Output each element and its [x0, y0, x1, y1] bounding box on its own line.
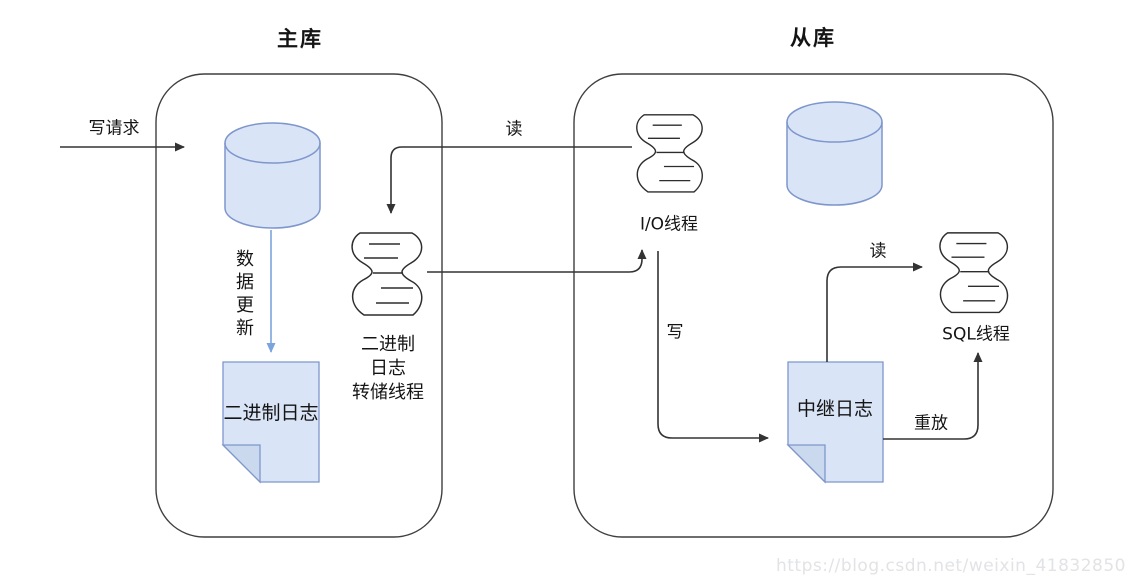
sql-thread-label: SQL线程: [942, 324, 1010, 345]
folded-corner: [786, 444, 826, 484]
dump-thread-label-line1: 二进制: [361, 334, 415, 355]
io-write-to-relay-arrow: [657, 251, 769, 443]
read-link-label: 读: [505, 119, 523, 140]
dump-thread-label-line3: 转储线程: [352, 382, 424, 403]
slave-title: 从库: [790, 25, 836, 50]
dump-thread-label: 二进制 日志 转储线程: [352, 333, 424, 405]
replay-label: 重放: [914, 413, 948, 434]
binlog-to-io-thread-arrow: [427, 249, 647, 273]
dump-thread-label-line2: 日志: [370, 358, 406, 379]
data-update-label: 数据更新: [236, 249, 254, 339]
relay-log-document: [786, 361, 884, 484]
read-relay-label: 读: [869, 241, 887, 262]
relay-log-label: 中继日志: [796, 398, 874, 421]
binlog-document: [221, 361, 320, 484]
write-request-label: 写请求: [88, 118, 140, 139]
replay-arrow: [883, 352, 983, 440]
folded-corner: [221, 444, 261, 484]
watermark: https://blog.csdn.net/weixin_41832850: [775, 556, 1126, 576]
master-database-icon: [224, 122, 321, 229]
read-binlog-arrow: [386, 146, 632, 214]
binlog-document-label: 二进制日志: [223, 402, 319, 425]
write-label: 写: [666, 322, 684, 343]
io-thread-label: I/O线程: [639, 214, 699, 235]
master-title: 主库: [277, 26, 323, 51]
slave-database-icon: [786, 101, 883, 206]
relay-read-to-sql-arrow: [826, 262, 923, 362]
